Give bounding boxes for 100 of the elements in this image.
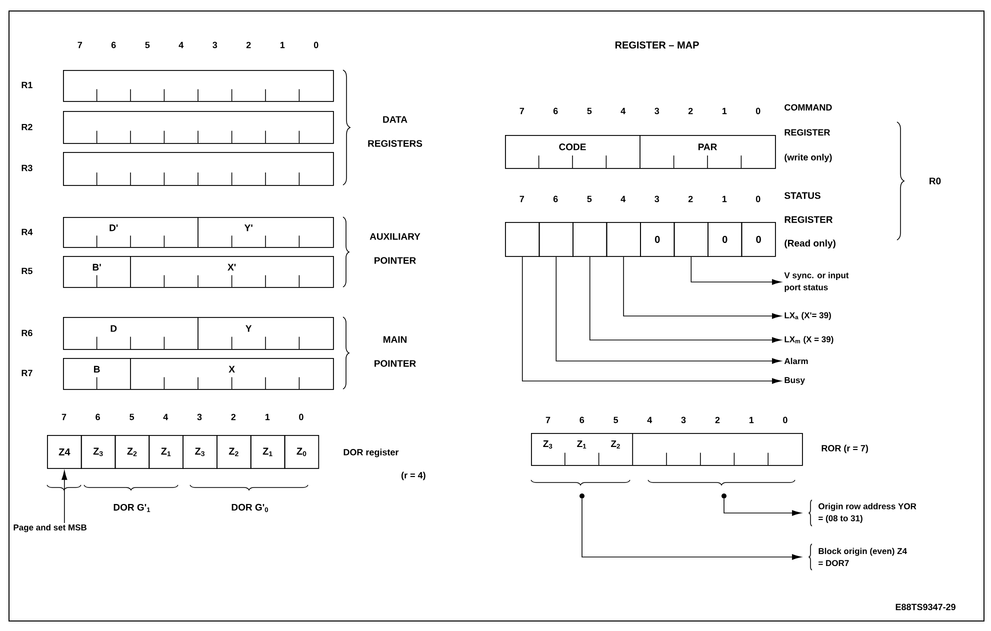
register-box: D' Y' R4: [22, 216, 334, 248]
bit-number: 6: [580, 416, 584, 424]
register-box: R3: [22, 152, 334, 186]
register-label: STATUS REGISTER: [784, 192, 833, 223]
node-label: R2: [22, 124, 32, 130]
register-label: (Read only): [784, 240, 836, 248]
bit-number: 5: [145, 42, 150, 48]
bit-number: 1: [722, 196, 727, 202]
bit-number: 5: [614, 416, 618, 424]
register-box: Z$_{3}$ Z$_{1}$ Z$_{2}$ ROR (r = 7): [531, 432, 868, 466]
bit-number: 7: [546, 416, 550, 424]
bit-number: 1: [722, 108, 727, 114]
arrow: [582, 498, 802, 560]
bit-cell: 0: [640, 222, 675, 257]
bit-number: 5: [130, 414, 134, 420]
node-label: ROR (r = 7): [822, 444, 868, 454]
bit-cell: Z$_{3}$: [182, 435, 218, 469]
node-label: DOR register: [344, 448, 399, 458]
bit-cell: [606, 222, 641, 257]
bit-number: 0: [783, 416, 788, 424]
bit-cell: Z$_{1}$: [148, 435, 184, 469]
bit-number: 4: [163, 414, 168, 420]
group-label: DATA REGISTERS: [368, 116, 422, 147]
bit-number: 4: [647, 416, 652, 424]
bit-number: 1: [265, 414, 270, 420]
bit-cell: 0: [708, 222, 742, 257]
bit-number: 2: [231, 414, 236, 420]
arrow: [522, 256, 782, 384]
bit-number: 6: [553, 196, 558, 202]
bit-number: 0: [299, 414, 304, 420]
register-box: B' X' R5: [22, 256, 334, 288]
bit-number: 7: [78, 42, 82, 48]
bit-number: 0: [756, 108, 760, 114]
bit-cell: Z$_{1}$: [250, 435, 286, 469]
bit-number: 7: [520, 108, 524, 114]
bit-number: 5: [587, 108, 592, 114]
title: REGISTER – MAP: [615, 41, 699, 49]
group-label: AUXILIARY POINTER: [370, 233, 420, 264]
annotation-text: Block origin (even) Z4 = DOR7: [808, 544, 907, 570]
bit-number: 3: [654, 196, 660, 202]
bit-cell: Z$_{3}$: [80, 435, 116, 469]
bit-number: 4: [178, 42, 184, 48]
bit-number: 1: [280, 42, 285, 48]
annotation-text: LX$_{m}$ (X = 39): [784, 336, 834, 344]
register-box: R2: [22, 111, 334, 144]
bit-cell: 0: [741, 222, 776, 257]
annotation-text: Page and set MSB: [14, 524, 86, 532]
register-box: B X R7: [22, 358, 334, 390]
bit-number: 3: [681, 416, 686, 424]
bit-cell: Z$_{0}$ DOR register (r = 4): [284, 435, 426, 480]
bit-number: 0: [314, 42, 318, 48]
node-label: R3: [22, 164, 32, 172]
bit-number: 6: [111, 42, 116, 48]
annotation-text: LX$_{a}$ (X'= 39): [784, 312, 831, 320]
arrow: [690, 256, 782, 285]
register-box: D Y R6: [22, 316, 334, 350]
bit-number: 3: [654, 108, 660, 114]
arrow: [724, 498, 802, 516]
node-label: R7: [22, 370, 32, 376]
arrow: [623, 256, 782, 319]
bit-number: 6: [553, 108, 558, 114]
node-label: (write only): [784, 154, 832, 162]
annotation-text: V sync. or input port status: [784, 272, 849, 292]
bit-cell: [538, 222, 574, 257]
bit-number: 3: [212, 42, 218, 48]
node-label: R5: [22, 268, 32, 274]
annotation-text: Origin row address YOR = (08 to 31): [808, 500, 916, 526]
bit-number: 4: [620, 108, 626, 114]
bit-number: 5: [587, 196, 592, 202]
group-label: DOR G'$_{1}$: [114, 504, 150, 512]
bit-cell: Z$_{2}$: [114, 435, 150, 469]
node-label: R4: [22, 228, 33, 236]
bit-cell: Z4: [47, 435, 82, 469]
node-label: R1: [22, 82, 32, 88]
bit-number: 7: [520, 196, 524, 202]
node-label: (r = 4): [402, 472, 426, 480]
bit-number: 3: [197, 414, 202, 420]
bit-number: 1: [749, 416, 754, 424]
node-label: R6: [22, 330, 32, 336]
node-label: COMMAND REGISTER: [784, 104, 832, 136]
group-label: DOR G'$_{0}$: [232, 504, 268, 512]
bit-number: 6: [96, 414, 100, 420]
annotation-text: Busy: [784, 377, 805, 385]
bit-number: 0: [756, 196, 760, 202]
annotation-text: Alarm: [784, 358, 808, 364]
group-label: MAIN POINTER: [374, 336, 416, 367]
bit-number: 7: [62, 414, 66, 420]
arrow: [62, 470, 68, 524]
arrow: [556, 256, 782, 364]
bit-number: 2: [246, 42, 251, 48]
bit-number: 4: [620, 196, 626, 202]
bit-cell: [505, 222, 540, 257]
bit-number: 2: [688, 108, 693, 114]
register-box: R1: [22, 70, 334, 102]
register-label: R0: [930, 178, 941, 184]
bit-cell: [674, 222, 708, 257]
bit-number: 2: [715, 416, 720, 424]
bit-cell: Z$_{2}$: [216, 435, 252, 469]
bit-number: 2: [688, 196, 693, 202]
bit-cell: [572, 222, 608, 257]
